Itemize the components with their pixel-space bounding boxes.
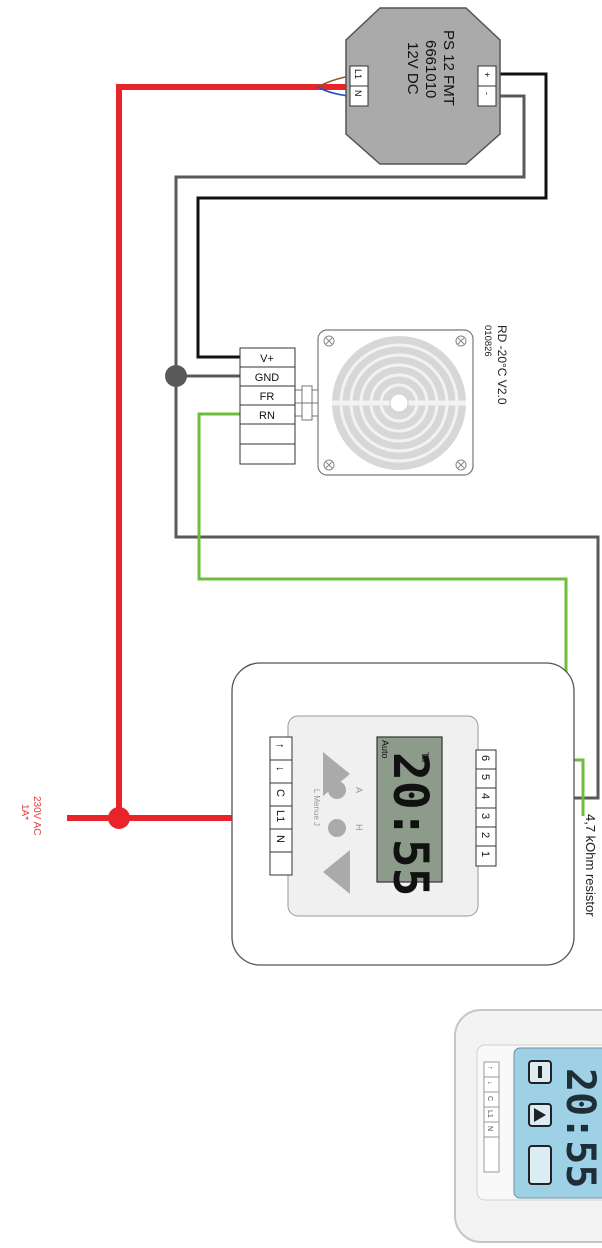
photo-terminal-block: ↑ ↓ C L1 N [483,1061,500,1173]
mains-junction [108,807,130,829]
resistor-label: 4,7 kOhm resistor [583,814,598,917]
thermostat-left-terminals: ↑ ↓ C L1 N [269,736,293,876]
photo-terminal-n: N [486,1126,493,1131]
terminal-2: 2 [479,832,491,838]
sensor-cable-gland [293,385,319,421]
mains-label: 230V AC 1A* [19,796,42,835]
play-icon [534,1108,546,1122]
button-h-label: H [354,824,364,831]
sensor-terminal-vplus: V+ [260,353,274,365]
terminal-1: 1 [479,851,491,857]
photo-time: 20:55 [557,1068,602,1188]
sensor-terminal-fr: FR [260,391,275,403]
photo-terminal-up: ↑ [486,1066,493,1070]
psu-output: 12V DC [404,42,421,95]
svg-text:1A*: 1A* [19,804,30,820]
sensor-name: RD -20°C V2.0 [495,325,509,405]
psu-body [345,7,501,165]
terminal-4: 4 [479,793,491,799]
psu-terminal-l1: L1 [353,69,363,79]
terminal-up: ↑ [274,743,286,749]
ground-wire [174,94,600,800]
photo-terminal-c: C [486,1096,493,1101]
photo-terminal-down: ↓ [486,1081,493,1085]
sensor-part: 010826 [482,325,493,357]
sensor-terminal-block: V+ GND FR RN [239,347,296,465]
psu-model: PS 12 FMT [440,30,457,106]
thermostat-day: Tu [420,752,430,762]
psu-terminal-n: N [353,90,363,97]
sensor-terminal-gnd: GND [255,372,280,384]
psu-input-terminals: L1 N [349,65,369,107]
terminal-l1: L1 [274,810,286,822]
power-supply: L1 N + - PS 12 FMT 6661010 12V DC [345,7,501,165]
menu-label: L Menue J [312,789,321,826]
button-h[interactable] [328,819,346,837]
down-arrow-button[interactable] [323,850,350,894]
supply-wire [196,72,548,359]
terminal-c: C [274,789,286,797]
thermostat-right-terminals: 6 5 4 3 2 1 [475,749,497,867]
ground-junction [165,365,187,387]
button-a-label: A [354,787,364,793]
sensor-screw-icons [323,335,467,471]
sensor: RD -20°C V2.0 010826 [293,325,509,476]
thermostat-mode: Auto [380,740,390,759]
terminal-3: 3 [479,813,491,819]
thermostat-lcd [376,736,443,883]
sensor-terminal-rn: RN [259,410,275,422]
photo-button-bottom[interactable] [528,1145,552,1185]
thermostat: 20:55 Tu Auto A H L Menue J ↑ ↓ C L1 N [231,662,575,966]
thermostat-photo: ↑ ↓ C L1 N 20:55 [454,1009,602,1243]
terminal-n: N [274,835,286,843]
psu-part: 6661010 [422,40,439,98]
terminal-6: 6 [479,755,491,761]
svg-text:230V AC: 230V AC [31,796,42,835]
terminal-down: ↓ [274,766,286,772]
photo-terminal-l1: L1 [486,1110,493,1118]
terminal-5: 5 [479,774,491,780]
psu-terminal-minus: - [482,92,492,95]
mains-wire [67,84,348,821]
sensor-heating-coil-icon [332,336,466,470]
button-a[interactable] [328,781,346,799]
psu-terminal-plus: + [482,72,492,77]
thermostat-time: 20:55 [382,752,438,897]
psu-output-terminals: + - [477,65,497,107]
